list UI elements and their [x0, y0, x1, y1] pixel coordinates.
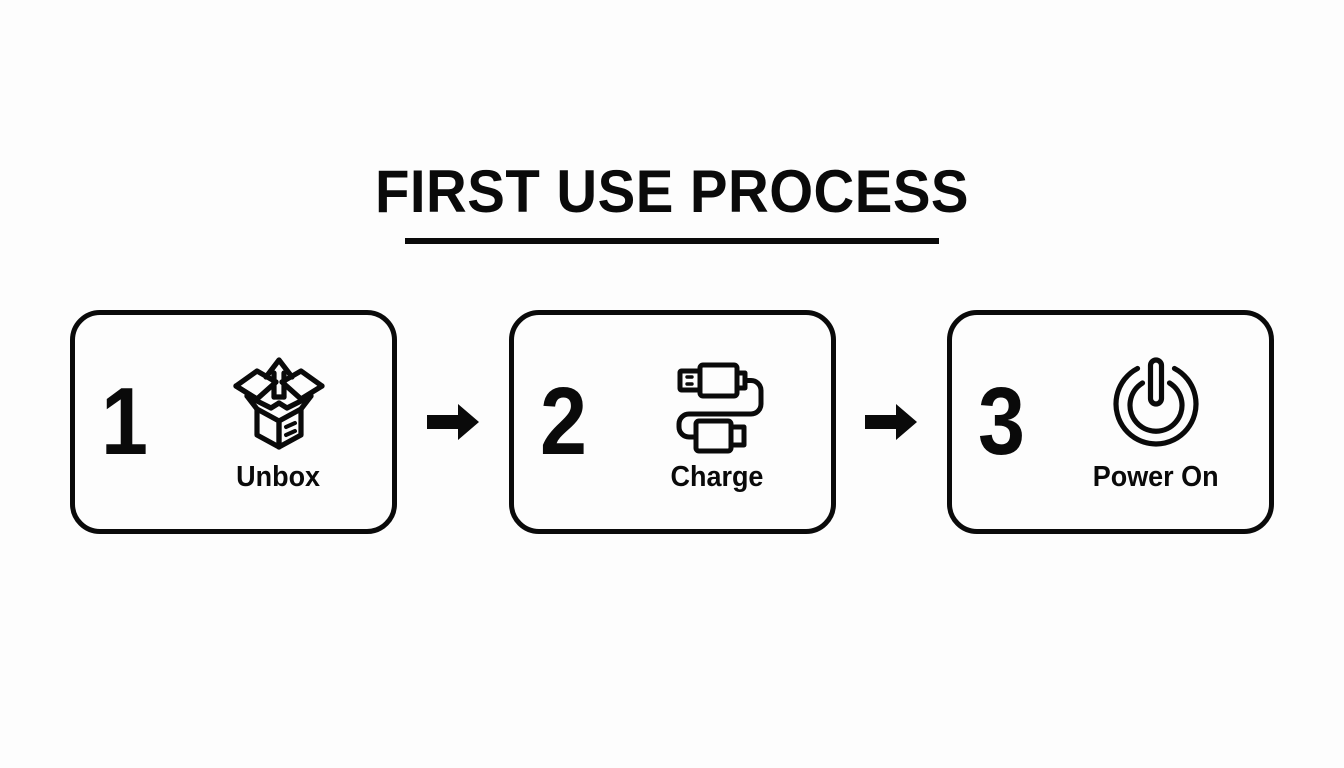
step-content-charge: Charge: [612, 351, 823, 493]
open-box-arrow-up-icon: [232, 357, 325, 450]
step-number-3: 3: [978, 368, 1025, 475]
step-card-unbox[interactable]: 1: [70, 310, 397, 534]
step-label-power-on: Power On: [1092, 461, 1219, 493]
step-content-power-on: Power On: [1050, 351, 1261, 493]
usb-charging-cable-icon: [676, 362, 764, 454]
step-label-unbox: Unbox: [236, 461, 321, 493]
step-content-unbox: Unbox: [173, 351, 384, 493]
power-symbol-icon: [1112, 357, 1199, 447]
step-card-charge[interactable]: 2: [508, 310, 836, 534]
step-card-power-on[interactable]: 3 Power On: [947, 310, 1274, 534]
step-number-1: 1: [101, 368, 148, 475]
process-steps-row: 1: [70, 310, 1274, 534]
step-label-charge: Charge: [670, 461, 764, 493]
arrow-right-icon: [426, 404, 479, 440]
page-title-block: FIRST USE PROCESS: [0, 160, 1344, 244]
page-title: FIRST USE PROCESS: [374, 158, 970, 225]
title-underline-rule: [405, 238, 939, 244]
step-number-2: 2: [539, 368, 587, 475]
arrow-right-icon: [865, 404, 918, 440]
